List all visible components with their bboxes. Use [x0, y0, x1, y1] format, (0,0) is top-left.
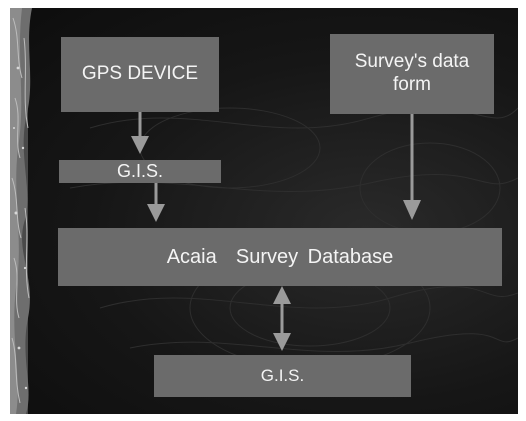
gis-top-box: G.I.S.: [59, 160, 221, 183]
survey-database-label: Acaia Survey Database: [166, 246, 394, 268]
survey-data-form-box: Survey's data form: [330, 34, 494, 114]
survey-database-box: Acaia Survey Database: [58, 228, 502, 286]
survey-form-label-line-2: form: [393, 74, 431, 95]
gps-device-label: GPS DEVICE: [81, 63, 199, 85]
gps-device-box: GPS DEVICE: [61, 37, 219, 112]
map-texture-strip: [10, 8, 32, 414]
arrow-database-gis-bidirectional: [273, 286, 291, 351]
survey-form-label-line-1: Survey's data: [354, 51, 470, 73]
gis-top-label: G.I.S.: [116, 160, 163, 181]
arrow-form-to-database: [403, 106, 421, 220]
gis-bottom-box: G.I.S.: [154, 355, 411, 397]
background-photo: GPS DEVICE Survey's data form G.I.S. Aca…: [10, 8, 518, 414]
gis-bottom-label: G.I.S.: [260, 365, 305, 385]
